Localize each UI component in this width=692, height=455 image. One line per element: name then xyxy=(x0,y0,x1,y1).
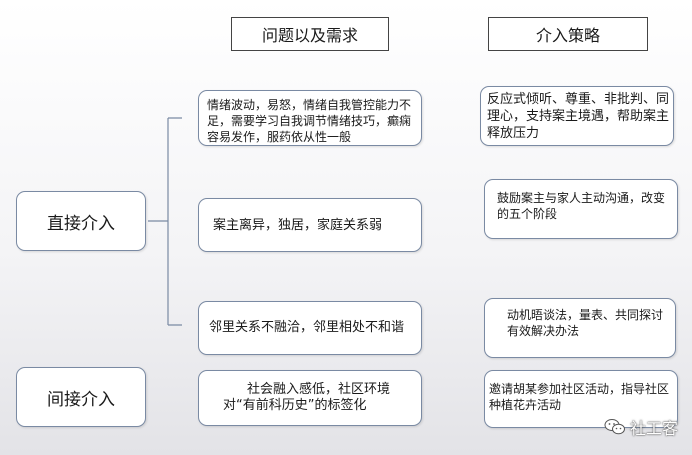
strategy-box-1: 反应式倾听、尊重、非批判、同理心，支持案主境遇，帮助案主释放压力 xyxy=(480,86,674,146)
indirect-intervention-box: 间接介入 xyxy=(16,367,146,427)
header-problems: 问题以及需求 xyxy=(231,17,389,51)
problem-box-3: 邻里关系不融洽，邻里相处不和谐 xyxy=(198,301,422,355)
strategy-box-3: 动机晤谈法，量表、共同探讨有效解决办法 xyxy=(484,298,676,358)
problem-box-1: 情绪波动，易怒，情绪自我管控能力不足，需要学习自我调节情绪技巧，癫痫容易发作，服… xyxy=(198,90,422,146)
header-strategy: 介入策略 xyxy=(488,17,648,51)
direct-intervention-box: 直接介入 xyxy=(16,191,146,251)
watermark: 社工客 xyxy=(604,415,678,439)
strategy-box-2: 鼓励案主与家人主动沟通，改变的五个阶段 xyxy=(484,179,678,239)
wechat-icon xyxy=(604,418,626,436)
strategy-box-4: 邀请胡某参加社区活动，指导社区种植花卉活动 xyxy=(484,370,678,428)
problem-box-2: 案主离异，独居，家庭关系弱 xyxy=(198,198,422,252)
problem-box-4: 社会融入感低，社区环境对“有前科历史”的标签化 xyxy=(198,370,422,426)
watermark-text: 社工客 xyxy=(629,419,678,438)
